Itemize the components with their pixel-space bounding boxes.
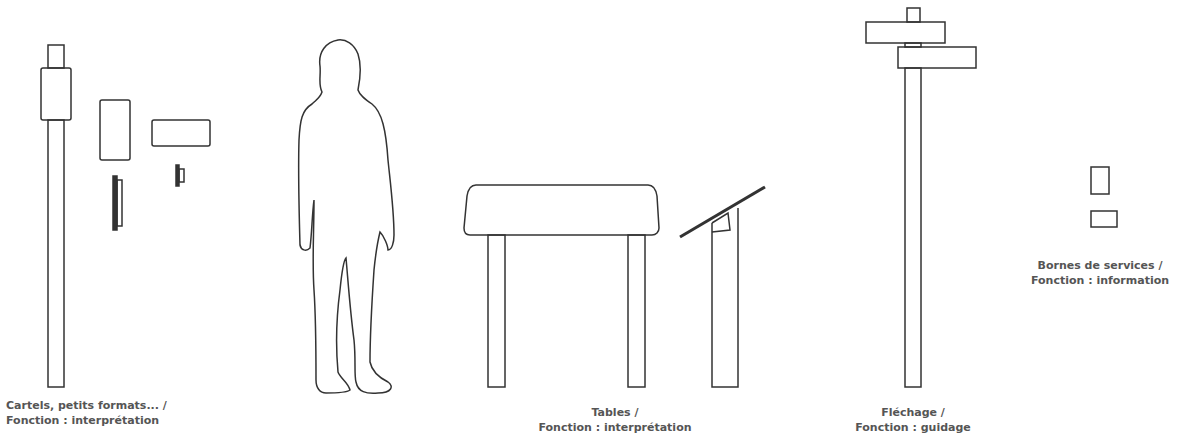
table — [464, 185, 659, 387]
service-markers — [1091, 167, 1117, 227]
small-panels — [100, 100, 210, 230]
cartel-pole — [41, 45, 71, 387]
person-silhouette — [299, 40, 394, 393]
caption-text: Cartels, petits formats... / — [6, 398, 167, 413]
caption-text: Fonction : information — [1031, 273, 1169, 288]
caption-text: Fonction : guidage — [855, 420, 971, 435]
caption-text: Fonction : interprétation — [6, 413, 159, 428]
caption-text: Tables / — [591, 405, 638, 420]
caption-text: Fonction : interprétation — [538, 420, 691, 435]
caption-text: Fléchage / — [881, 405, 945, 420]
lectern — [680, 187, 765, 387]
signpost — [866, 8, 976, 387]
caption-text: Bornes de services / — [1038, 258, 1163, 273]
